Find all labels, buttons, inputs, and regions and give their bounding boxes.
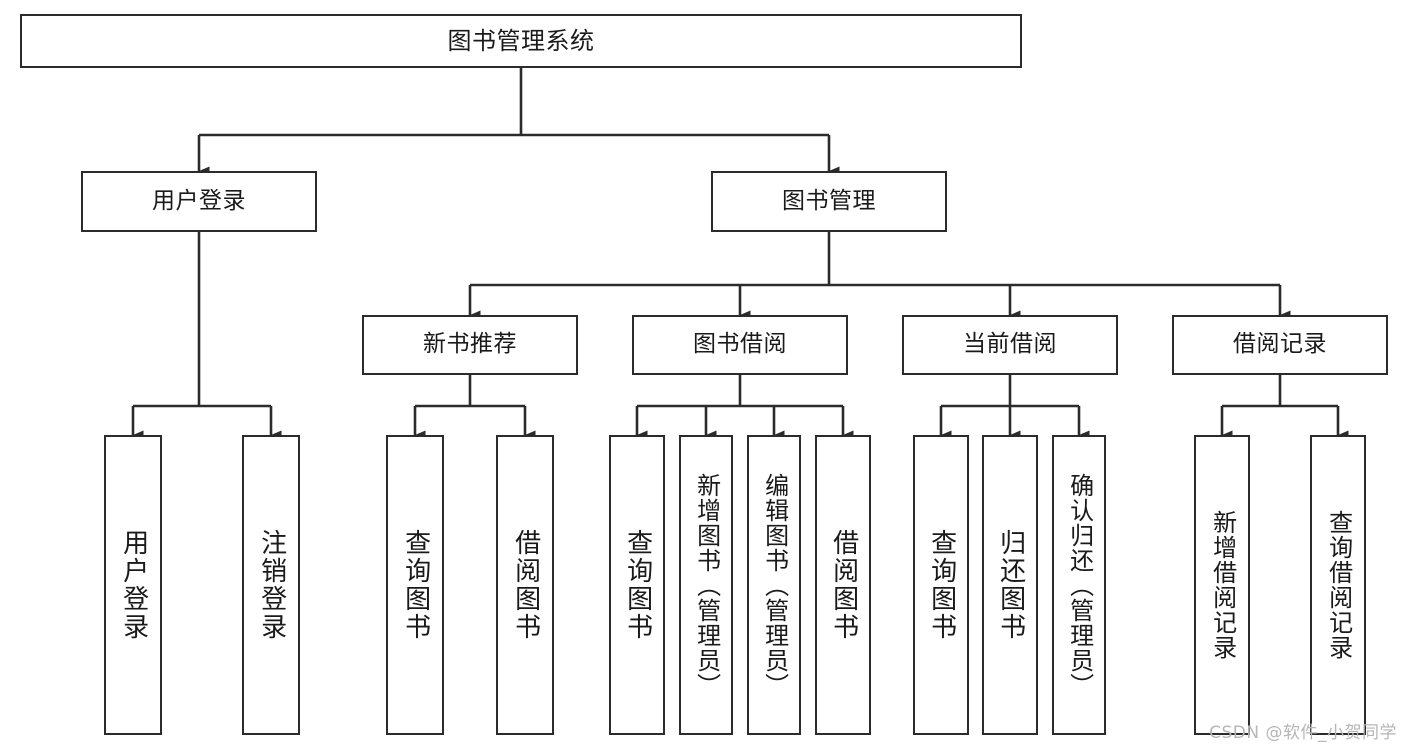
node-leaf-login[interactable]: 用户登录 — [104, 435, 162, 735]
node-book-borrow-label: 图书借阅 — [693, 331, 787, 358]
node-root-system-label: 图书管理系统 — [447, 26, 595, 55]
node-leaf-query-book-1-label: 查询图书 — [400, 529, 431, 641]
node-borrow-record-label: 借阅记录 — [1233, 331, 1327, 358]
node-leaf-query-record[interactable]: 查询借阅记录 — [1310, 435, 1366, 735]
node-leaf-logout-label: 注销登录 — [256, 529, 287, 641]
csdn-watermark: CSDN @软件_小贺同学 — [1209, 723, 1397, 743]
node-leaf-query-record-label: 查询借阅记录 — [1324, 510, 1353, 660]
node-leaf-add-book-label: 新增图书（管理员） — [692, 472, 721, 698]
node-leaf-borrow-book-1-label: 借阅图书 — [510, 529, 541, 641]
node-user-login[interactable]: 用户登录 — [81, 171, 317, 232]
node-leaf-borrow-book-2-label: 借阅图书 — [828, 529, 859, 641]
node-leaf-borrow-book-1[interactable]: 借阅图书 — [496, 435, 554, 735]
node-current-borrow[interactable]: 当前借阅 — [902, 315, 1118, 375]
node-leaf-add-record[interactable]: 新增借阅记录 — [1194, 435, 1250, 735]
node-leaf-edit-book[interactable]: 编辑图书（管理员） — [747, 435, 801, 735]
node-leaf-borrow-book-2[interactable]: 借阅图书 — [815, 435, 871, 735]
node-leaf-query-book-2-label: 查询图书 — [622, 529, 653, 641]
node-leaf-confirm-return[interactable]: 确认归还（管理员） — [1052, 435, 1106, 735]
node-leaf-edit-book-label: 编辑图书（管理员） — [760, 472, 789, 698]
node-leaf-query-book-2[interactable]: 查询图书 — [609, 435, 665, 735]
node-user-login-label: 用户登录 — [152, 187, 246, 214]
node-borrow-record[interactable]: 借阅记录 — [1172, 315, 1388, 375]
node-book-manage-label: 图书管理 — [782, 187, 876, 214]
node-book-borrow[interactable]: 图书借阅 — [632, 315, 848, 375]
node-leaf-return-book[interactable]: 归还图书 — [982, 435, 1038, 735]
node-new-book-recommend-label: 新书推荐 — [423, 331, 517, 358]
node-leaf-query-book-3[interactable]: 查询图书 — [913, 435, 969, 735]
node-leaf-logout[interactable]: 注销登录 — [242, 435, 300, 735]
node-new-book-recommend[interactable]: 新书推荐 — [362, 315, 578, 375]
node-leaf-return-book-label: 归还图书 — [995, 529, 1026, 641]
node-leaf-login-label: 用户登录 — [118, 529, 149, 641]
node-book-manage[interactable]: 图书管理 — [711, 171, 947, 232]
node-root-system[interactable]: 图书管理系统 — [20, 14, 1022, 68]
node-leaf-add-book[interactable]: 新增图书（管理员） — [679, 435, 733, 735]
node-leaf-query-book-1[interactable]: 查询图书 — [386, 435, 444, 735]
node-leaf-query-book-3-label: 查询图书 — [926, 529, 957, 641]
node-leaf-confirm-return-label: 确认归还（管理员） — [1065, 472, 1094, 698]
node-leaf-add-record-label: 新增借阅记录 — [1208, 510, 1237, 660]
node-current-borrow-label: 当前借阅 — [963, 331, 1057, 358]
